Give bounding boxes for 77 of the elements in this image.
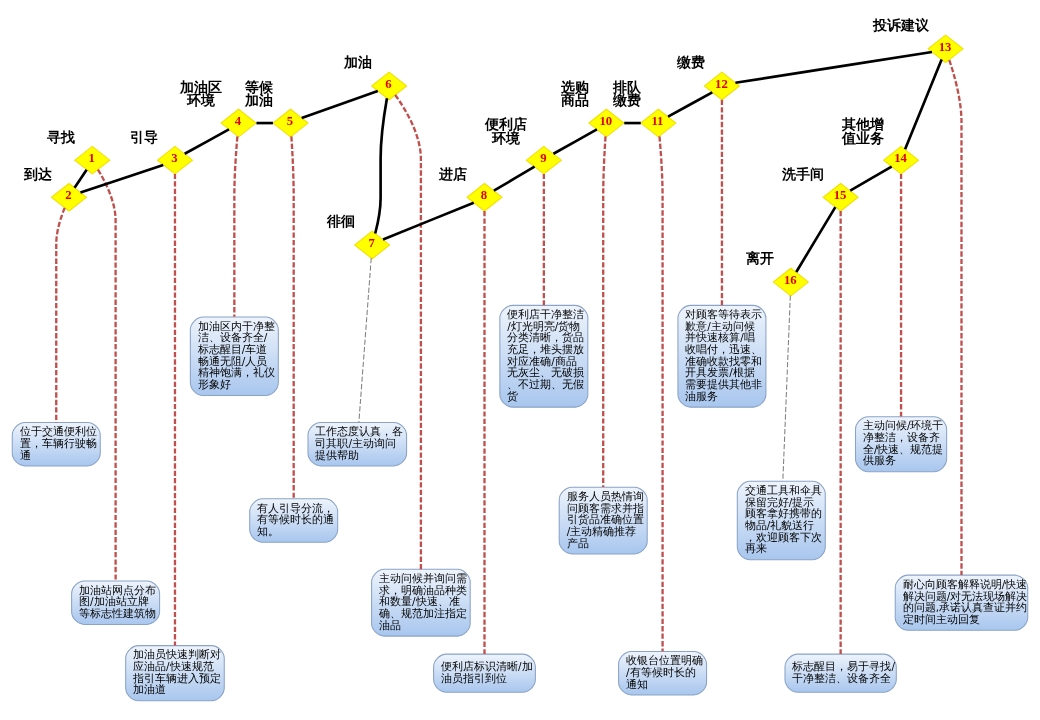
- node-box: 标志醒目，易于寻找/干净整洁、设备齐全: [784, 653, 897, 693]
- connector: [658, 135, 664, 651]
- connector: [948, 59, 963, 575]
- node-box: 服务人员热情询问顾客需求并指引货品准确位置/主动精确推荐产品: [558, 486, 648, 554]
- connector: [849, 165, 893, 192]
- node-box: 便利店干净整洁/灯光明亮/货物分类清晰，货品充足，堆头摆放对应准确/商品无灰尘、无破损、不过期、无假货: [499, 304, 589, 408]
- node-label: 其他增值业务: [842, 115, 885, 146]
- connector: [373, 97, 389, 234]
- node-diamond: 13: [927, 33, 964, 63]
- node-label: 洗手间: [781, 165, 824, 182]
- connector: [483, 210, 486, 654]
- node-diamond: 12: [703, 71, 741, 100]
- connector: [233, 135, 239, 317]
- connector: [173, 173, 177, 645]
- node-box: 位于交通便利位置，车辆行驶畅通: [11, 421, 101, 466]
- node-diamond: 8: [466, 182, 503, 212]
- node-label: 徘徊: [327, 212, 356, 229]
- node-label: 便利店环境: [485, 115, 528, 146]
- node-diamond: 10: [588, 108, 625, 137]
- connector: [795, 206, 837, 273]
- connector: [394, 93, 423, 569]
- node-diamond: 15: [822, 182, 859, 212]
- connector: [184, 127, 230, 155]
- connector: [899, 173, 903, 417]
- connector: [55, 206, 66, 422]
- node-box: 工作态度认真，各司其职/主动询问提供帮助: [307, 421, 408, 466]
- node-diamond: 6: [370, 71, 408, 100]
- connector: [720, 99, 724, 305]
- connector: [358, 257, 372, 423]
- node-diamond: 4: [220, 108, 257, 137]
- node-label: 进店: [439, 165, 468, 182]
- node-box: 交通工具和伞具保留完好/提示顾客拿好携带的物品/礼貌送行，欢迎顾客下次再来: [736, 480, 826, 560]
- node-box: 主动问候/环境干净整洁，设备齐全/快速、规范提供服务: [854, 415, 948, 472]
- connector: [735, 50, 933, 84]
- connector: [80, 163, 164, 194]
- node-label: 选购商品: [561, 78, 590, 108]
- node-label: 寻找: [47, 128, 76, 144]
- node-diamond: 16: [772, 267, 810, 296]
- connector: [839, 210, 842, 654]
- node-diamond: 5: [272, 108, 309, 137]
- node-diamond: 11: [640, 108, 677, 137]
- connector: [667, 90, 713, 118]
- node-diamond: 9: [525, 145, 563, 175]
- connector: [552, 127, 598, 155]
- node-label: 离开: [745, 249, 774, 266]
- connector: [73, 168, 88, 189]
- node-box: 加油区内干净整洁、设备齐全/标志醒目/车道畅通无阻/人员精神饱满，礼仪形象好: [189, 316, 279, 396]
- node-box: 有人引导分流，有等候时长的通知。: [249, 497, 339, 543]
- node-label: 到达: [23, 165, 52, 182]
- connector: [782, 294, 791, 482]
- node-box: 对顾客等待表示歉意/主动问候并快速核算/唱收唱付，迅速、准确收款找零和开具发票/根据需要提供其他非油服务: [677, 304, 767, 408]
- connector: [301, 89, 379, 119]
- node-label: 加油: [344, 53, 373, 70]
- node-box: 主动问候并询问需求，明确油品种类和数量/快速、准确、规范加注指定油品: [371, 568, 471, 637]
- connector: [290, 135, 295, 498]
- connector: [96, 168, 117, 581]
- node-label: 投诉建议: [872, 16, 929, 33]
- connector: [382, 200, 475, 241]
- node-box: 便利店标识清晰/加油员指引到位: [433, 653, 536, 693]
- node-label: 加油区环境: [179, 78, 222, 108]
- connector: [542, 173, 545, 305]
- node-label: 排队缴费: [613, 78, 642, 108]
- connector: [493, 165, 536, 192]
- node-diamond: 3: [156, 145, 194, 175]
- node-diamond: 1: [73, 145, 111, 175]
- connector: [903, 58, 943, 150]
- node-diamond: 14: [882, 145, 920, 175]
- node-label: 等候加油: [245, 78, 274, 108]
- node-diamond: 7: [353, 230, 391, 259]
- node-box: 加油站网点分布图/加油站立牌等标志性建筑物: [71, 579, 161, 625]
- node-box: 耐心向顾客解释说明/快速解决问题/对无法现场解决的问题,承诺认真查证并约定时间主动回复: [894, 574, 1029, 631]
- node-diamond: 2: [50, 182, 88, 212]
- node-label: 缴费: [676, 53, 705, 70]
- node-box: 收银台位置明确/有等候时长的通知: [618, 650, 708, 695]
- node-box: 加油员快速判断对应油品/快速规范指引车辆进入预定加油道: [125, 644, 225, 701]
- connector: [602, 135, 607, 487]
- node-label: 引导: [129, 128, 158, 144]
